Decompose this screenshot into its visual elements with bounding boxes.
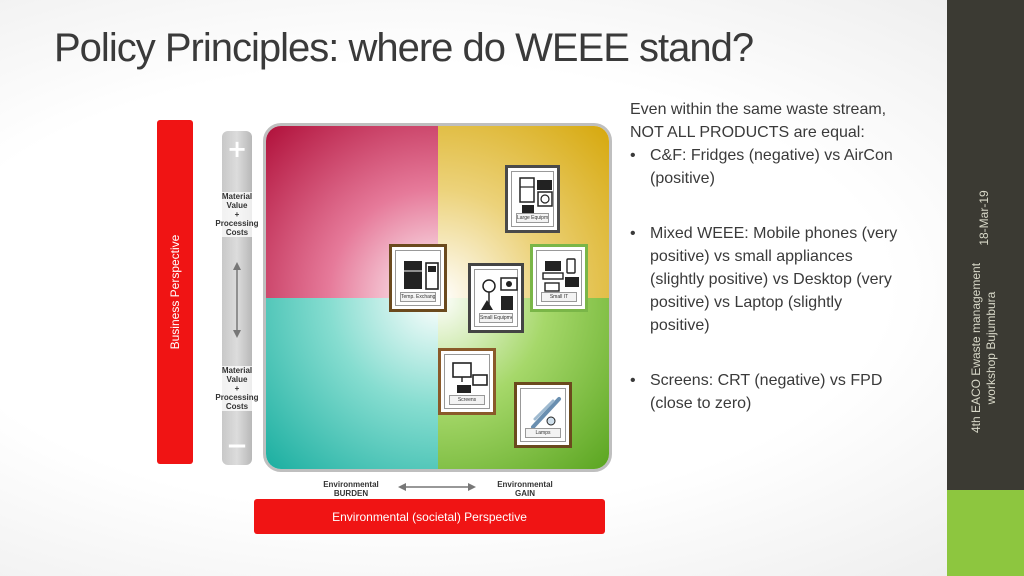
intro-text: Even within the same waste stream, NOT A… xyxy=(630,101,887,141)
minus-icon: − xyxy=(226,431,248,461)
vertical-double-arrow-icon xyxy=(233,262,241,338)
environmental-perspective-bar: Environmental (societal) Perspective xyxy=(254,499,605,534)
horizontal-double-arrow-icon xyxy=(398,483,476,491)
card-lamps: Lamps xyxy=(514,382,572,448)
slide-title: Policy Principles: where do WEEE stand? xyxy=(54,26,754,70)
screens-icon xyxy=(452,362,488,393)
environmental-burden-label: Environmental BURDEN xyxy=(323,480,379,498)
large-appliances-icon xyxy=(519,177,553,215)
sidebar xyxy=(947,0,1024,576)
bullet-item: Mixed WEEE: Mobile phones (very positive… xyxy=(630,222,905,337)
fridge-aircon-icon xyxy=(404,261,439,290)
small-appliances-icon xyxy=(481,277,518,310)
bullet-item: C&F: Fridges (negative) vs AirCon (posit… xyxy=(630,144,905,190)
plus-icon: + xyxy=(226,135,248,163)
small-it-icon xyxy=(542,258,579,292)
slide-body: Even within the same waste stream, NOT A… xyxy=(630,98,905,415)
scale-top-label: Material Value + Processing Costs xyxy=(210,192,264,237)
event-name: 4th EACO Ewaste management workshop Buju… xyxy=(969,263,999,433)
bullet-item: Screens: CRT (negative) vs FPD (close to… xyxy=(630,369,905,415)
event-line-2: workshop Bujumbura xyxy=(984,291,998,405)
business-perspective-bar: Business Perspective xyxy=(157,120,193,464)
quadrant-bottom-left xyxy=(266,297,438,469)
environmental-perspective-label: Environmental (societal) Perspective xyxy=(332,509,527,524)
card-small-it: Small IT xyxy=(530,244,588,312)
bullet-list: C&F: Fridges (negative) vs AirCon (posit… xyxy=(630,144,905,415)
card-large-equipment: Large Equipment xyxy=(505,165,560,233)
card-screens: Screens xyxy=(438,348,496,415)
lamps-icon xyxy=(531,397,561,429)
card-temp-exchange: Temp. Exchange xyxy=(389,244,447,312)
event-line-1: 4th EACO Ewaste management xyxy=(969,262,983,434)
slide-date: 18-Mar-19 xyxy=(977,190,991,246)
business-perspective-label: Business Perspective xyxy=(168,234,182,350)
environmental-gain-label: Environmental GAIN xyxy=(497,480,553,498)
card-small-equipment: Small Equipment xyxy=(468,263,524,333)
scale-bottom-label: Material Value + Processing Costs xyxy=(210,366,264,411)
sidebar-accent xyxy=(947,490,1024,576)
